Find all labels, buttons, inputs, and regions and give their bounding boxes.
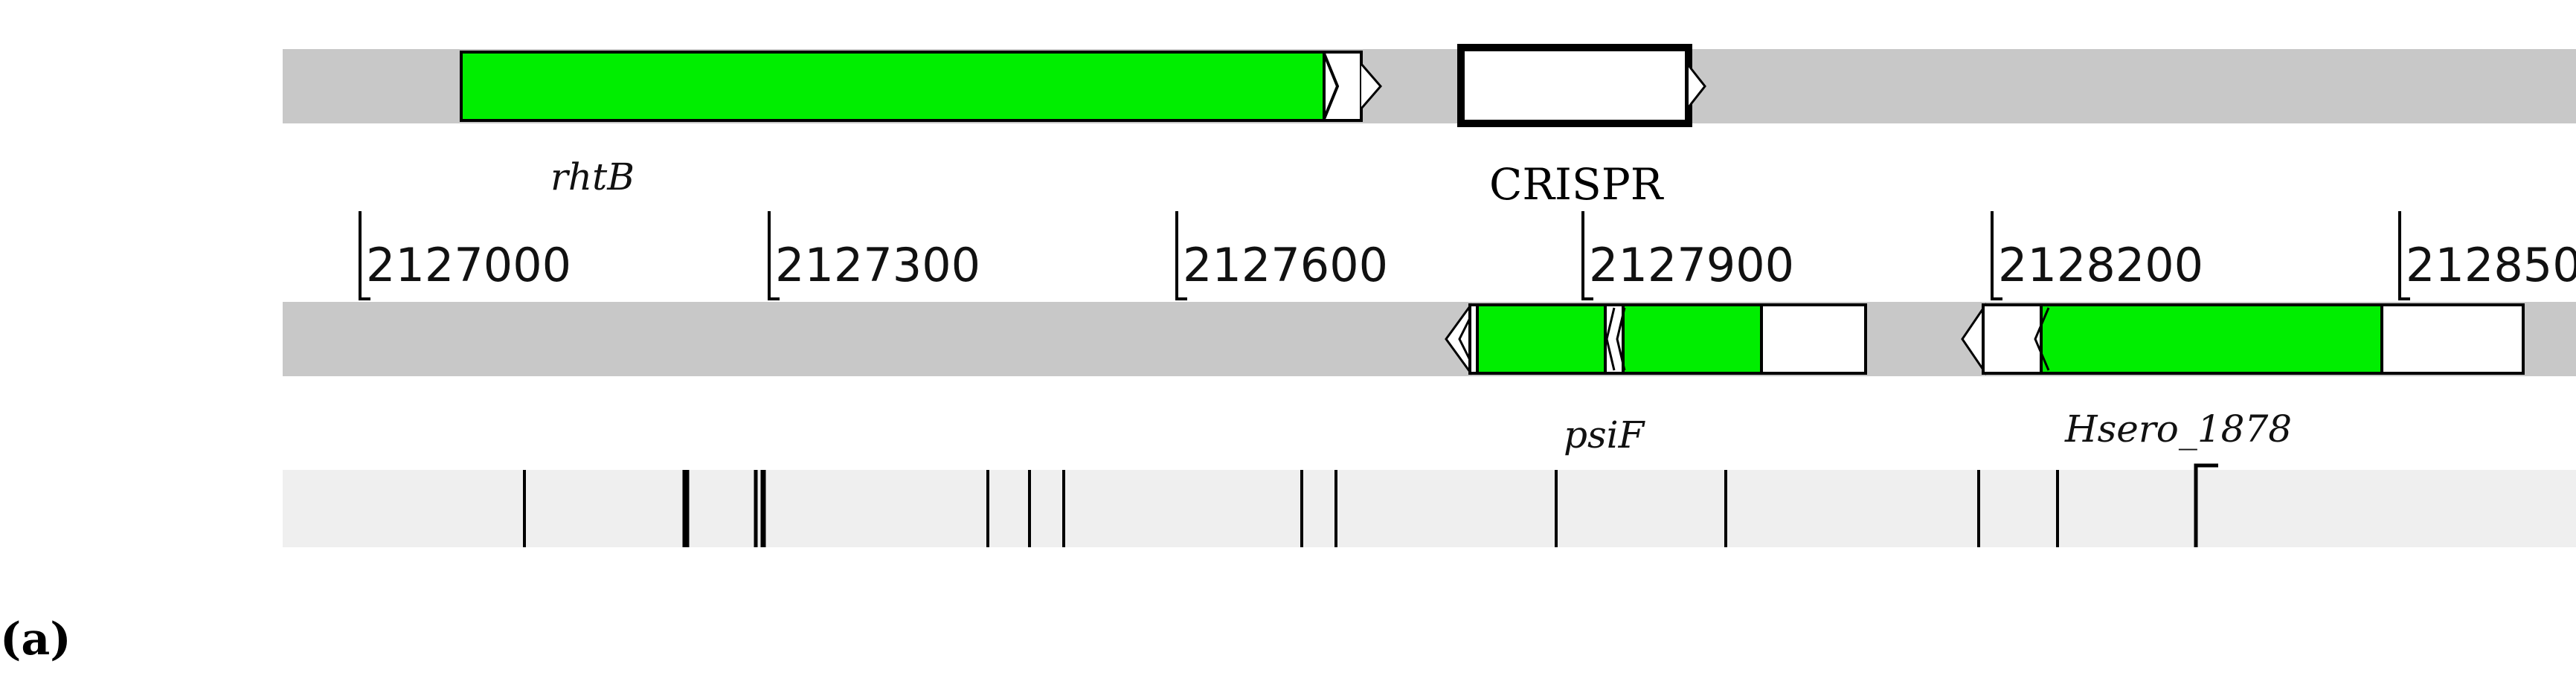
svg-text:212850: 212850	[2406, 238, 2576, 292]
axis-tick: 212850	[2398, 211, 2576, 300]
marker-line	[2194, 463, 2218, 547]
svg-text:2127300: 2127300	[775, 238, 980, 292]
gene-Hsero_1878[interactable]	[1961, 303, 2525, 375]
svg-text:2127900: 2127900	[1589, 238, 1794, 292]
crispr-element[interactable]	[1457, 44, 1706, 127]
gene-label-Hsero_1878: Hsero_1878	[2064, 407, 2292, 451]
svg-text:2128200: 2128200	[1998, 238, 2203, 292]
axis-tick: 2127300	[768, 211, 980, 300]
panel-label: (a)	[0, 613, 71, 665]
gene-psiF[interactable]	[1445, 303, 1867, 375]
axis-tick: 2127600	[1175, 211, 1388, 300]
gene-rhtB[interactable]	[460, 51, 1382, 122]
marker-track-bar	[283, 470, 2576, 547]
gene-label-psiF: psiF	[1564, 413, 1646, 457]
axis-tick: 2128200	[1991, 211, 2203, 300]
marker-lines	[523, 463, 2218, 547]
gene-label-rhtB: rhtB	[550, 155, 635, 199]
crispr-label: CRISPR	[1489, 159, 1665, 210]
svg-text:2127600: 2127600	[1183, 238, 1388, 292]
axis-tick: 2127000	[359, 211, 571, 300]
axis-tick: 2127900	[1581, 211, 1794, 300]
coordinate-axis: 2127000 2127300 2127600 2127900 2128200 …	[359, 211, 2576, 300]
svg-text:2127000: 2127000	[366, 238, 571, 292]
